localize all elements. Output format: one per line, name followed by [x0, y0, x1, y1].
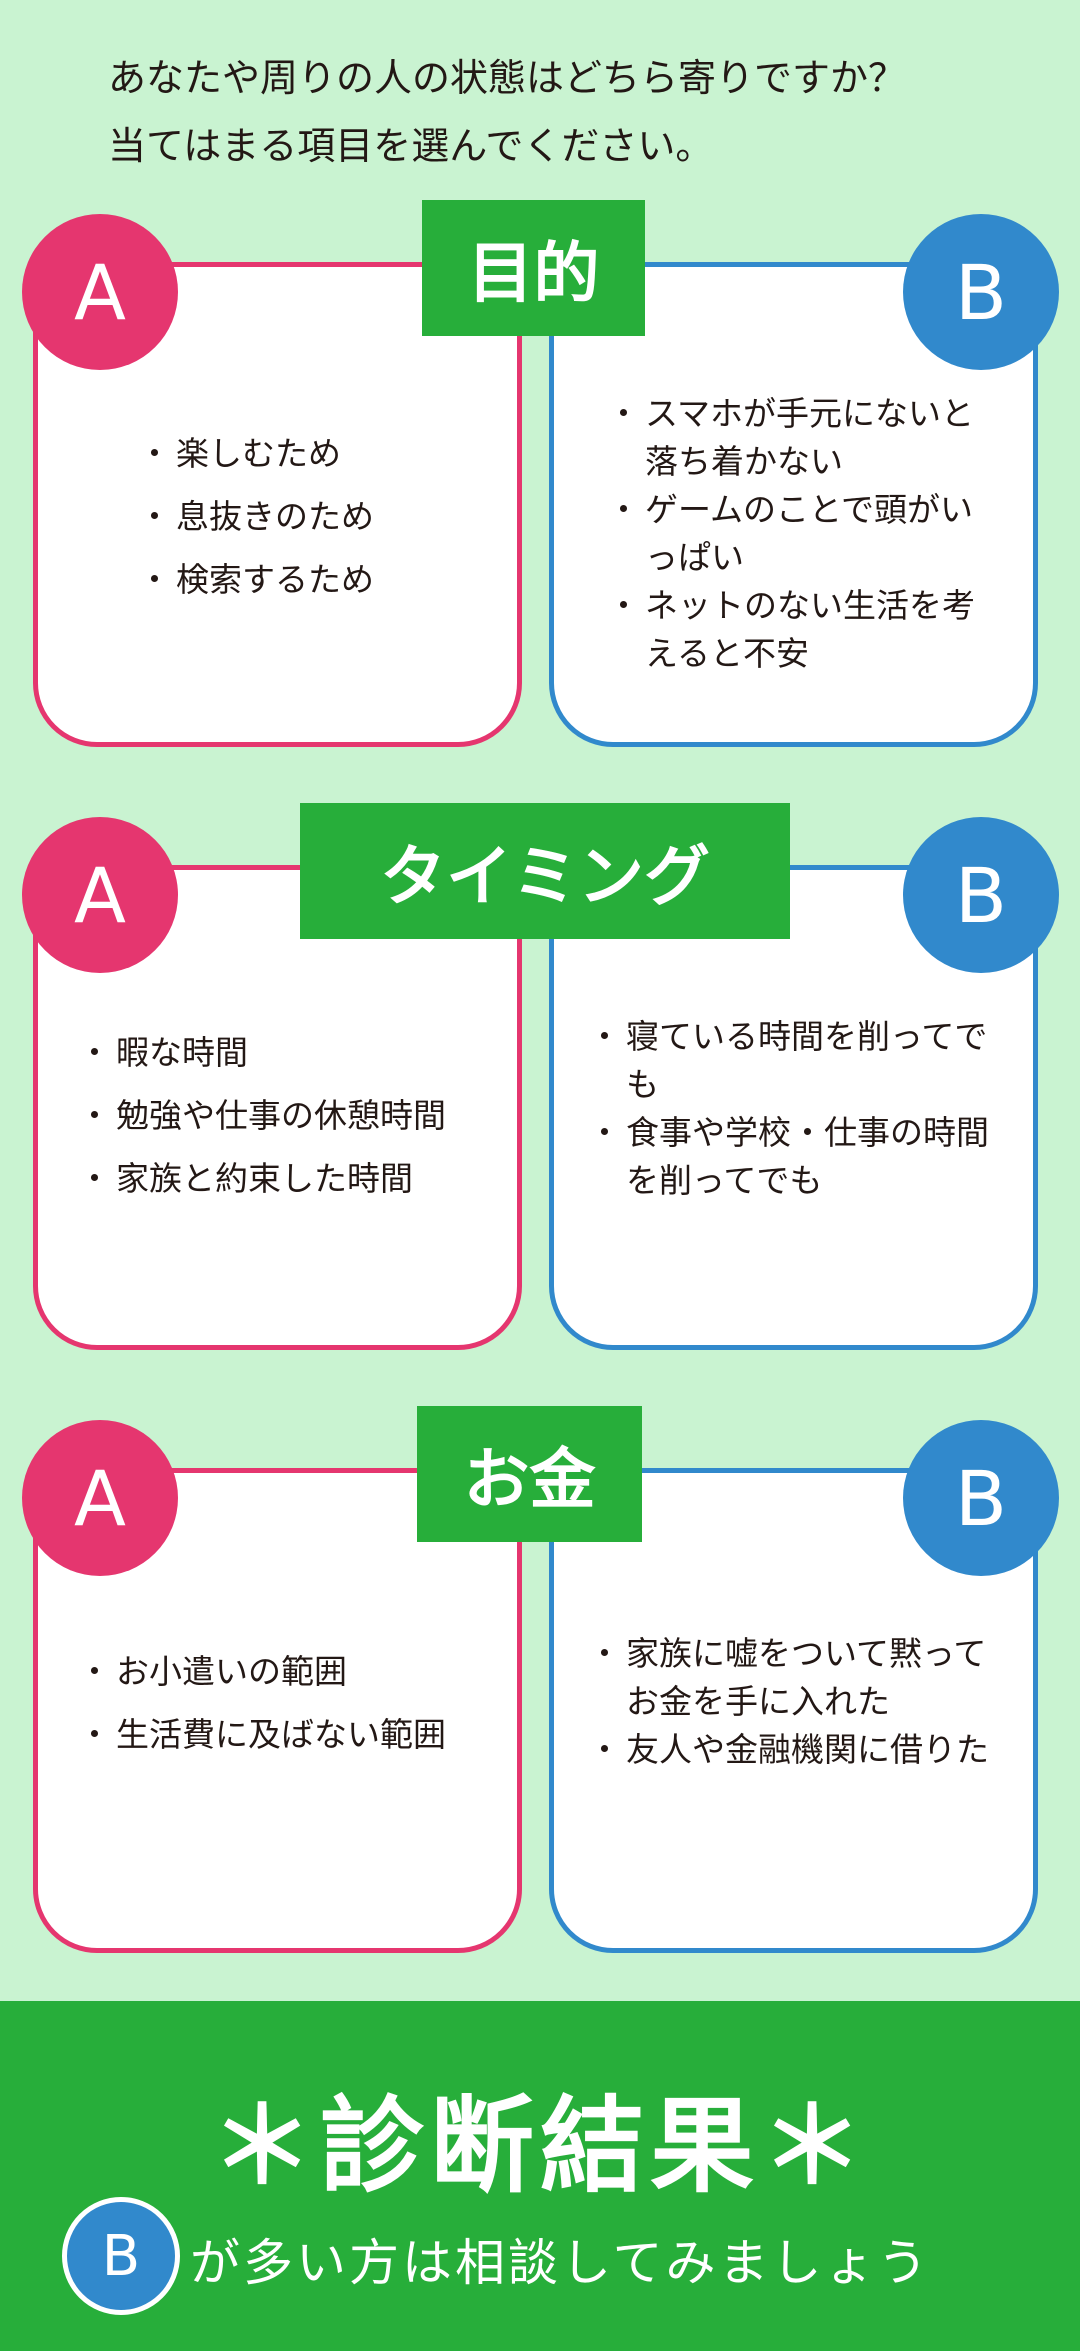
list-item: お小遣いの範囲 — [78, 1640, 446, 1703]
a-list: お小遣いの範囲 生活費に及ばない範囲 — [78, 1640, 446, 1766]
section-title: お金 — [417, 1406, 642, 1542]
list-item: 暇な時間 — [78, 1021, 446, 1084]
mark-b: B — [903, 817, 1059, 973]
list-item: スマホが手元にないと落ち着かない — [607, 390, 1005, 486]
list-item: 勉強や仕事の休憩時間 — [78, 1084, 446, 1147]
mark-b: B — [903, 1420, 1059, 1576]
mark-a: A — [22, 1420, 178, 1576]
intro-line-2: 当てはまる項目を選んでください。 — [108, 124, 714, 168]
list-item: 息抜きのため — [138, 485, 374, 548]
mark-a: A — [22, 214, 178, 370]
mark-a: A — [22, 817, 178, 973]
list-item: ネットのない生活を考えると不安 — [607, 582, 1005, 678]
result-mark-b: B — [62, 2197, 180, 2315]
b-list: 寝ている時間を削ってでも 食事や学校・仕事の時間を削ってでも — [588, 1013, 1016, 1205]
list-item: 食事や学校・仕事の時間を削ってでも — [588, 1109, 1016, 1205]
section-money: A B お金 お小遣いの範囲 生活費に及ばない範囲 家族に嘘をついて黙ってお金を… — [0, 1406, 1080, 1966]
list-item: 楽しむため — [138, 422, 374, 485]
result-banner: ＊診断結果＊ B が多い方は相談してみましょう — [0, 2001, 1080, 2351]
mark-b: B — [903, 214, 1059, 370]
list-item: 家族と約束した時間 — [78, 1147, 446, 1210]
intro-text: あなたや周りの人の状態はどちら寄りですか？ 当てはまる項目を選んでください。 — [108, 44, 906, 180]
b-list: 家族に嘘をついて黙ってお金を手に入れた 友人や金融機関に借りた — [588, 1630, 1016, 1774]
list-item: ゲームのことで頭がいっぱい — [607, 486, 1005, 582]
section-purpose: A B 目的 楽しむため 息抜きのため 検索するため スマホが手元にないと落ち着… — [0, 200, 1080, 760]
intro-line-1: あなたや周りの人の状態はどちら寄りですか？ — [108, 56, 907, 100]
section-title: 目的 — [422, 200, 645, 336]
a-list: 暇な時間 勉強や仕事の休憩時間 家族と約束した時間 — [78, 1021, 446, 1210]
list-item: 家族に嘘をついて黙ってお金を手に入れた — [588, 1630, 1016, 1726]
section-timing: A B タイミング 暇な時間 勉強や仕事の休憩時間 家族と約束した時間 寝ている… — [0, 803, 1080, 1363]
result-text: が多い方は相談してみましょう — [190, 2234, 931, 2292]
section-title: タイミング — [300, 803, 790, 939]
list-item: 生活費に及ばない範囲 — [78, 1703, 446, 1766]
list-item: 検索するため — [138, 548, 374, 611]
b-list: スマホが手元にないと落ち着かない ゲームのことで頭がいっぱい ネットのない生活を… — [607, 390, 1005, 678]
list-item: 寝ている時間を削ってでも — [588, 1013, 1016, 1109]
a-list: 楽しむため 息抜きのため 検索するため — [138, 422, 374, 611]
result-title: ＊診断結果＊ — [209, 2085, 870, 2207]
list-item: 友人や金融機関に借りた — [588, 1726, 1016, 1774]
